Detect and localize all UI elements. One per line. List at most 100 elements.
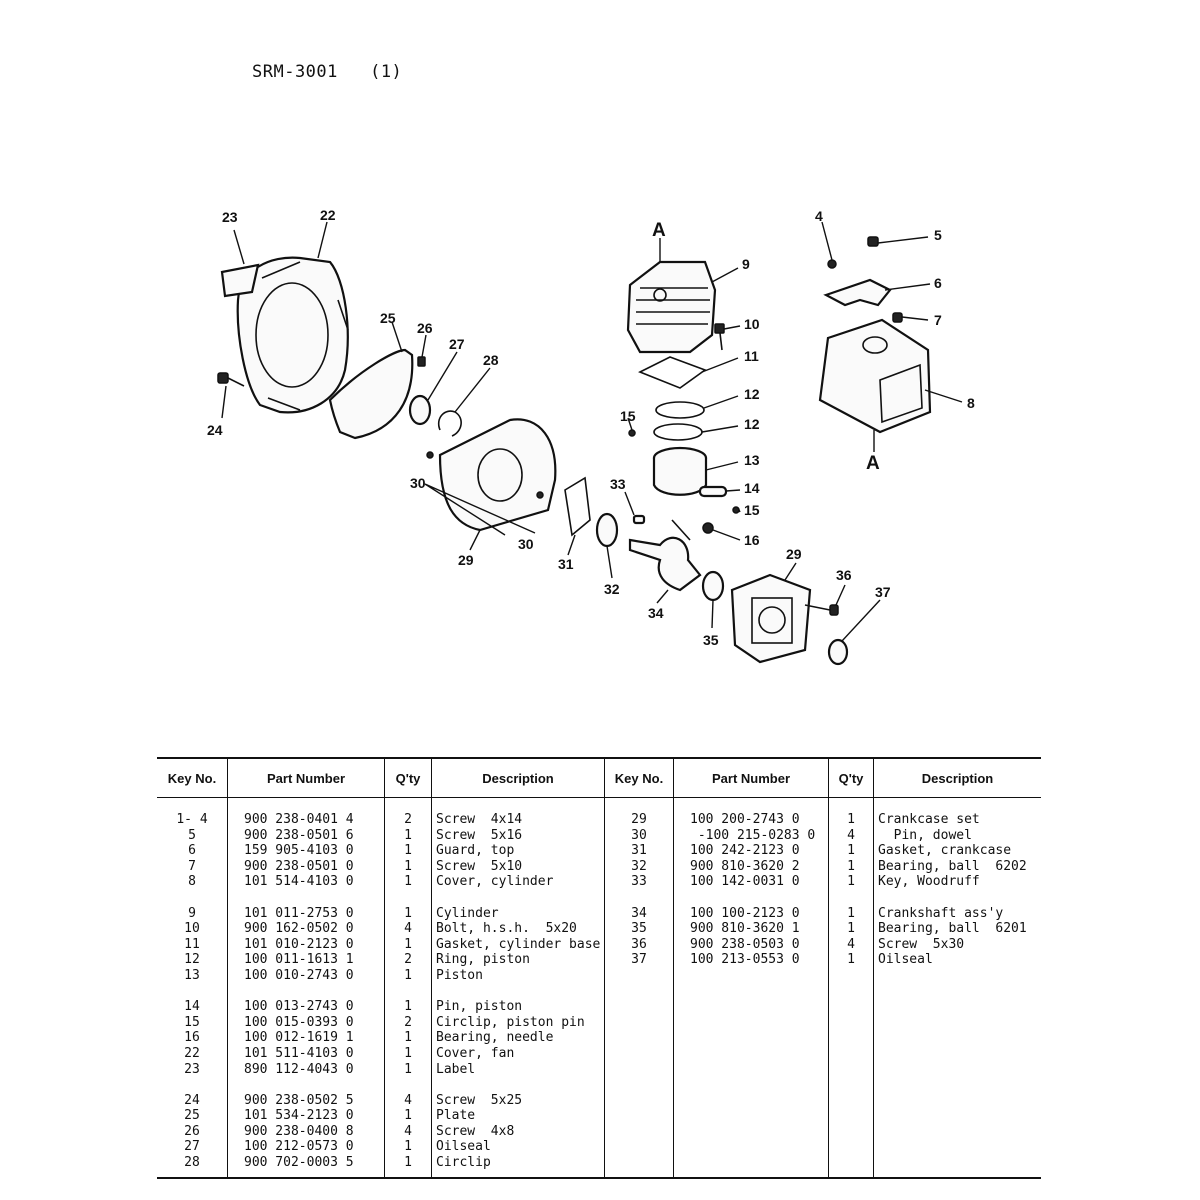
group-spacer — [432, 984, 604, 1000]
group-spacer — [228, 890, 384, 906]
part-key-cell: 37 — [631, 952, 647, 968]
part-desc-cell: Label — [436, 1061, 476, 1077]
part-qty-cell: 1 — [847, 858, 855, 874]
part-desc-cell: Screw 5x10 — [436, 858, 523, 874]
group-spacer — [385, 1077, 431, 1093]
part-part-cell: 100 212-0573 0 — [244, 1139, 354, 1155]
part-key-cell: 28 — [184, 1155, 200, 1171]
callout-9: 9 — [742, 256, 750, 272]
callout-22: 22 — [320, 207, 336, 223]
callout-34: 34 — [648, 605, 664, 621]
part-part-cell: 100 011-1613 1 — [244, 952, 354, 968]
part-key-cell: 32 — [631, 858, 647, 874]
part-key-cell: 10 — [184, 921, 200, 937]
part-desc-cell: Cover, fan — [436, 1045, 515, 1061]
callout-23: 23 — [222, 209, 238, 225]
group-spacer — [228, 1077, 384, 1093]
callout-36: 36 — [836, 567, 852, 583]
part-key-cell: 34 — [631, 905, 647, 921]
part-desc-cell: Bearing, ball 6202 — [878, 858, 1027, 874]
part-key-cell: 1- 4 — [176, 812, 208, 827]
part-qty-cell: 1 — [847, 921, 855, 937]
group-spacer — [874, 890, 1041, 906]
part-part-cell: 100 013-2743 0 — [244, 999, 354, 1015]
part-qty-cell: 1 — [847, 874, 855, 890]
callout-15-right: 15 — [744, 502, 760, 518]
callout-A-bottom: A — [866, 453, 880, 474]
oilseal-37-part — [827, 638, 849, 666]
part-key-cell: 29 — [631, 812, 647, 827]
part-qty-cell: 1 — [404, 827, 412, 843]
part-desc-cell: Key, Woodruff — [878, 874, 980, 890]
callout-29-right: 29 — [786, 546, 802, 562]
part-part-cell: 900 810-3620 1 — [690, 921, 800, 937]
callout-7: 7 — [934, 312, 942, 328]
part-key-cell: 33 — [631, 874, 647, 890]
bearing-35-part — [701, 570, 725, 602]
part-key-cell: 5 — [188, 827, 196, 843]
callout-31: 31 — [558, 556, 574, 572]
crankcase-right-part — [730, 573, 812, 664]
part-part-cell: 900 702-0003 5 — [244, 1155, 354, 1171]
part-desc-cell: Piston — [436, 967, 483, 983]
callout-30-left: 30 — [410, 475, 426, 491]
part-key-cell: 9 — [188, 905, 196, 921]
part-qty-cell: 1 — [404, 1030, 412, 1046]
part-desc-cell: Cylinder — [436, 905, 499, 921]
part-part-cell: 900 238-0502 5 — [244, 1092, 354, 1108]
part-desc-cell: Bearing, ball 6201 — [878, 921, 1027, 937]
circlip-15a-part — [628, 429, 636, 437]
part-desc-cell: Screw 4x14 — [436, 812, 523, 827]
header-description: Description — [431, 758, 605, 798]
callout-12-lower: 12 — [744, 416, 760, 432]
crankshaft-part — [628, 519, 702, 592]
part-part-cell: 100 142-0031 0 — [690, 874, 800, 890]
part-part-cell: 101 011-2753 0 — [244, 905, 354, 921]
part-key-cell: 30 — [631, 827, 647, 843]
part-key-cell: 11 — [184, 936, 200, 952]
part-desc-cell: Screw 4x8 — [436, 1123, 515, 1139]
part-desc-cell: Circlip — [436, 1155, 491, 1171]
part-part-cell: 900 238-0501 6 — [244, 827, 354, 843]
part-part-cell: 900 810-3620 2 — [690, 858, 800, 874]
part-qty-cell: 4 — [404, 1123, 412, 1139]
part-qty-cell: 1 — [404, 936, 412, 952]
part-key-cell: 15 — [184, 1014, 200, 1030]
callout-11: 11 — [744, 348, 759, 364]
part-qty-cell: 1 — [404, 1108, 412, 1124]
part-desc-cell: Guard, top — [436, 843, 515, 859]
part-desc-cell: Gasket, crankcase — [878, 843, 1012, 859]
callout-8: 8 — [967, 395, 975, 411]
part-part-cell: 100 010-2743 0 — [244, 967, 354, 983]
header-part-number-2: Part Number — [673, 758, 829, 798]
part-part-cell: 100 012-1619 1 — [244, 1030, 354, 1046]
part-qty-cell: 2 — [404, 1014, 412, 1030]
piston-ring-upper-part — [655, 401, 705, 419]
circlip-28-part — [437, 410, 462, 437]
callout-37: 37 — [875, 584, 891, 600]
part-qty-cell: 1 — [404, 858, 412, 874]
part-qty-cell: 4 — [847, 936, 855, 952]
leader-lines — [221, 221, 963, 642]
part-desc-cell: Pin, dowel — [878, 827, 972, 843]
part-part-cell: 890 112-4043 0 — [244, 1061, 354, 1077]
group-spacer — [385, 890, 431, 906]
oilseal-27-part — [408, 394, 432, 426]
group-spacer — [157, 890, 227, 906]
fan-cover-part — [236, 256, 349, 414]
callout-35: 35 — [703, 632, 719, 648]
part-key-cell: 23 — [184, 1061, 200, 1077]
part-qty-cell: 1 — [847, 812, 855, 827]
part-key-cell: 24 — [184, 1092, 200, 1108]
screw-24-part — [217, 372, 245, 387]
part-desc-cell: Oilseal — [878, 952, 933, 968]
bearing-32-part — [595, 512, 619, 548]
part-key-cell: 35 — [631, 921, 647, 937]
part-part-cell: 159 905-4103 0 — [244, 843, 354, 859]
part-qty-cell: 1 — [404, 1139, 412, 1155]
part-qty-cell: 1 — [847, 905, 855, 921]
part-key-cell: 8 — [188, 874, 196, 890]
